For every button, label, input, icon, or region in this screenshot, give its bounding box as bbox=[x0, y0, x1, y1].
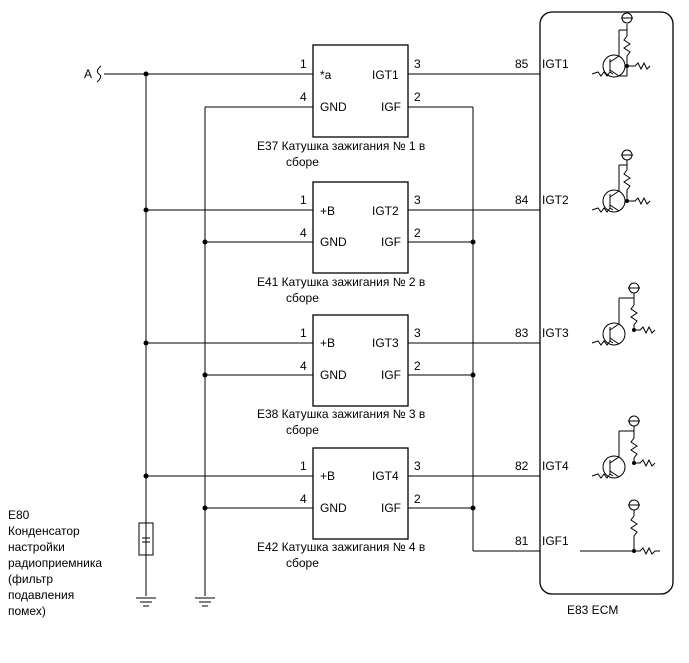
connector-a-symbol bbox=[96, 65, 102, 83]
ecm-pin-number: 82 bbox=[515, 459, 529, 473]
coil-pin-4: 4 bbox=[300, 90, 307, 104]
coil-pin-3: 3 bbox=[414, 459, 421, 473]
coil-pin-3: 3 bbox=[414, 193, 421, 207]
capacitor-caption-line: настройки bbox=[8, 540, 65, 554]
capacitor-caption: E80 Конденсатор настройки радиоприемника… bbox=[8, 508, 102, 618]
coil-input-label: *a bbox=[320, 68, 332, 82]
ecm-pin-number: 81 bbox=[515, 534, 529, 548]
coil-pin-1: 1 bbox=[300, 459, 307, 473]
coil-pin-1: 1 bbox=[300, 326, 307, 340]
coil-output-label: IGT2 bbox=[372, 204, 399, 218]
junction-dots bbox=[143, 71, 476, 511]
coil-input-label: +B bbox=[320, 336, 335, 350]
ecm-pin-number: 83 bbox=[515, 326, 529, 340]
ecm-transistor-circuit-1 bbox=[591, 12, 651, 78]
coil-pin-1: 1 bbox=[300, 193, 307, 207]
coil-caption-line1: E37 Катушка зажигания № 1 в bbox=[257, 139, 425, 153]
ecm-pin-label: IGT2 bbox=[542, 193, 569, 207]
ignition-coil-1: 1 4 3 2 *a GND IGT1 IGF E37 Катушка зажи… bbox=[257, 44, 569, 169]
coil-input-label: +B bbox=[320, 469, 335, 483]
coil-pin-2: 2 bbox=[414, 359, 421, 373]
ignition-coil-2: 1 4 3 2 +B GND IGT2 IGF E41 Катушка зажи… bbox=[146, 181, 569, 305]
capacitor-symbol bbox=[138, 522, 154, 556]
ecm-caption: E83 ECM bbox=[567, 603, 618, 617]
ecm-pin-label: IGT4 bbox=[542, 459, 569, 473]
ecm-pin-number: 84 bbox=[515, 193, 529, 207]
capacitor-caption-line: E80 bbox=[8, 508, 30, 522]
coil-pin-2: 2 bbox=[414, 492, 421, 506]
coil-igf-label: IGF bbox=[381, 368, 401, 382]
coil-igf-label: IGF bbox=[381, 100, 401, 114]
coil-gnd-label: GND bbox=[320, 100, 347, 114]
ecm-pin-label: IGT3 bbox=[542, 326, 569, 340]
ecm-pin-label: IGF1 bbox=[542, 534, 569, 548]
ecm-transistor-circuit-2 bbox=[591, 149, 651, 213]
coil-pin-4: 4 bbox=[300, 359, 307, 373]
coil-output-label: IGT1 bbox=[372, 68, 399, 82]
igf-line: 81 IGF1 bbox=[473, 534, 569, 552]
coil-pin-2: 2 bbox=[414, 226, 421, 240]
coil-caption-line1: E42 Катушка зажигания № 4 в bbox=[257, 540, 425, 554]
coil-pin-4: 4 bbox=[300, 492, 307, 506]
capacitor-caption-line: подавления bbox=[8, 588, 74, 602]
coil-pin-3: 3 bbox=[414, 57, 421, 71]
ecm-pin-label: IGT1 bbox=[542, 57, 569, 71]
coil-pin-3: 3 bbox=[414, 326, 421, 340]
coil-gnd-label: GND bbox=[320, 235, 347, 249]
coil-output-label: IGT4 bbox=[372, 469, 399, 483]
coil-pin-1: 1 bbox=[300, 57, 307, 71]
coil-pin-2: 2 bbox=[414, 90, 421, 104]
coil-igf-label: IGF bbox=[381, 235, 401, 249]
capacitor-caption-line: радиоприемника bbox=[8, 556, 102, 570]
ecm-igf-pullup-circuit bbox=[580, 499, 660, 556]
ecm-transistor-circuit-3 bbox=[591, 282, 656, 346]
ground-symbol-capacitor bbox=[136, 597, 156, 607]
coil-gnd-label: GND bbox=[320, 368, 347, 382]
capacitor-caption-line: Конденсатор bbox=[8, 524, 80, 538]
ecm-box bbox=[539, 11, 674, 595]
coil-input-label: +B bbox=[320, 204, 335, 218]
ground-symbol-coils bbox=[195, 597, 215, 607]
ecm-pin-number: 85 bbox=[515, 57, 529, 71]
coil-gnd-label: GND bbox=[320, 501, 347, 515]
coil-caption-line1: E41 Катушка зажигания № 2 в bbox=[257, 275, 425, 289]
capacitor-caption-line: (фильтр bbox=[8, 572, 53, 586]
capacitor-caption-line: помех) bbox=[8, 604, 46, 618]
coil-igf-label: IGF bbox=[381, 501, 401, 515]
coil-caption-line2: сборе bbox=[286, 556, 319, 570]
coil-caption-line2: сборе bbox=[286, 423, 319, 437]
coil-pin-4: 4 bbox=[300, 226, 307, 240]
coil-caption-line1: E38 Катушка зажигания № 3 в bbox=[257, 407, 425, 421]
coil-caption-line2: сборе bbox=[286, 155, 319, 169]
connector-a-label: A bbox=[84, 67, 92, 81]
coil-caption-line2: сборе bbox=[286, 291, 319, 305]
coil-output-label: IGT3 bbox=[372, 336, 399, 350]
ignition-coil-4: 1 4 3 2 +B GND IGT4 IGF E42 Катушка зажи… bbox=[146, 447, 569, 570]
ignition-coil-3: 1 4 3 2 +B GND IGT3 IGF E38 Катушка зажи… bbox=[146, 314, 569, 437]
ecm-transistor-circuit-4 bbox=[591, 415, 656, 479]
